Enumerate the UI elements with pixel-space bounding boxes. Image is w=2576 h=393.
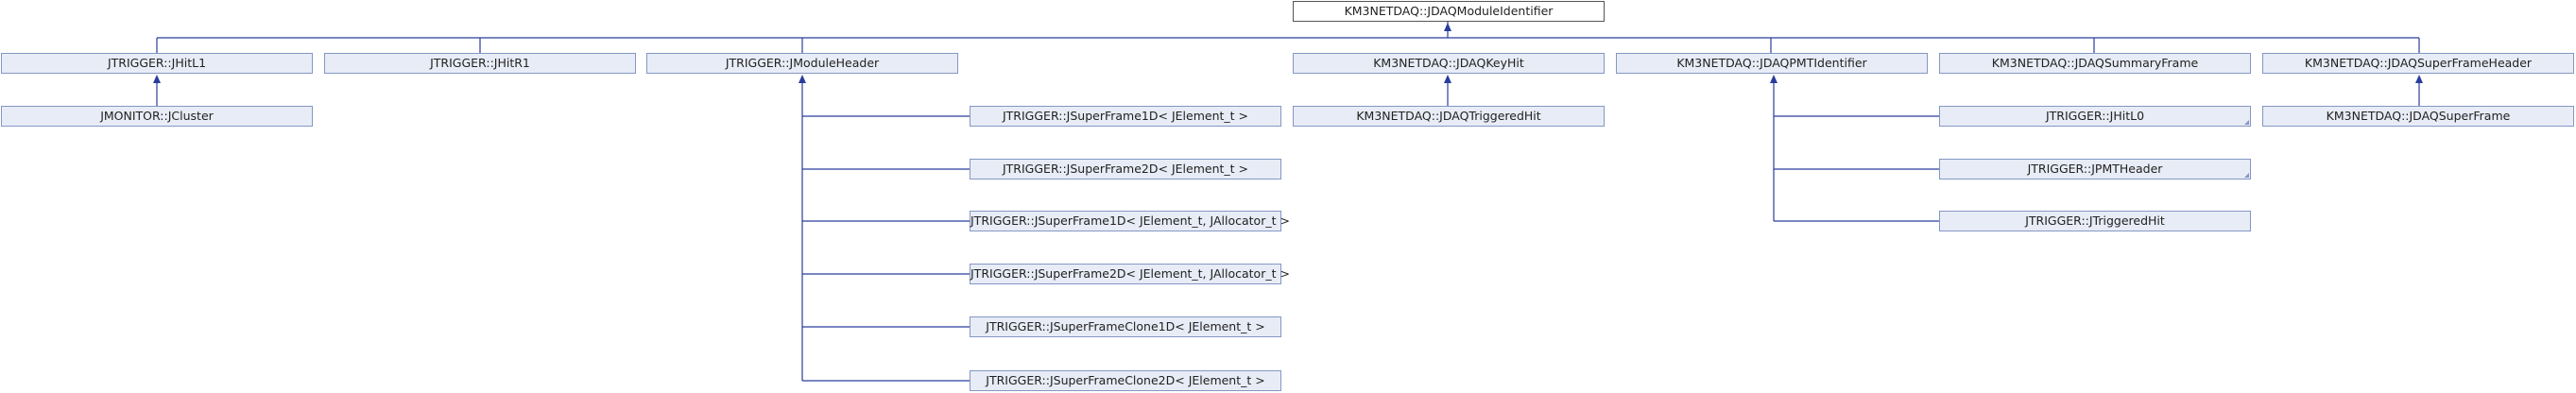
arrowhead-jdaqkeyhit [1444,75,1451,83]
node-jdaqsummaryframe[interactable]: KM3NETDAQ::JDAQSummaryFrame [1939,53,2251,74]
node-jsuperframe2d-allocator[interactable]: JTRIGGER::JSuperFrame2D< JElement_t, JAl… [970,264,1290,284]
node-label: KM3NETDAQ::JDAQTriggeredHit [1356,109,1541,123]
node-label: JTRIGGER::JSuperFrameClone1D< JElement_t… [986,319,1265,333]
node-label: JMONITOR::JCluster [100,109,214,123]
node-label: JTRIGGER::JHitL1 [107,56,207,70]
node-jsuperframeclone1d[interactable]: JTRIGGER::JSuperFrameClone1D< JElement_t… [970,316,1281,337]
node-jhitl0[interactable]: JTRIGGER::JHitL0 [1939,106,2251,127]
node-jpmtheader[interactable]: JTRIGGER::JPMTHeader [1939,159,2251,179]
node-jhitr1[interactable]: JTRIGGER::JHitR1 [324,53,636,74]
node-label: JTRIGGER::JSuperFrame2D< JElement_t, JAl… [970,266,1290,281]
node-label: KM3NETDAQ::JDAQPMTIdentifier [1676,56,1867,70]
node-label: KM3NETDAQ::JDAQKeyHit [1373,56,1524,70]
node-label: KM3NETDAQ::JDAQSuperFrameHeader [2304,56,2533,70]
node-label: KM3NETDAQ::JDAQSuperFrame [2326,109,2511,123]
node-label: KM3NETDAQ::JDAQSummaryFrame [1991,56,2199,70]
collapsed-marker-icon [2244,173,2249,178]
node-label: JTRIGGER::JSuperFrameClone2D< JElement_t… [986,373,1265,387]
node-jdaqkeyhit[interactable]: KM3NETDAQ::JDAQKeyHit [1293,53,1605,74]
node-jsuperframe2d[interactable]: JTRIGGER::JSuperFrame2D< JElement_t > [970,159,1281,179]
node-label: JTRIGGER::JHitL0 [2045,109,2145,123]
node-jdaqsuperframe[interactable]: KM3NETDAQ::JDAQSuperFrame [2262,106,2574,127]
node-label: JTRIGGER::JHitR1 [430,56,530,70]
arrowhead-jdaqsuperframeheader [2415,75,2423,83]
arrowhead-jhitl1 [153,75,161,83]
arrowhead-jmoduleheader [799,75,806,83]
node-label: JTRIGGER::JSuperFrame1D< JElement_t, JAl… [970,214,1290,228]
node-label: JTRIGGER::JTriggeredHit [2025,214,2165,228]
node-jdaqtriggeredhit[interactable]: KM3NETDAQ::JDAQTriggeredHit [1293,106,1605,127]
node-label: KM3NETDAQ::JDAQModuleIdentifier [1344,4,1554,18]
node-jdaqsuperframeheader[interactable]: KM3NETDAQ::JDAQSuperFrameHeader [2262,53,2574,74]
node-label: JTRIGGER::JPMTHeader [2027,162,2163,176]
node-jtriggeredhit[interactable]: JTRIGGER::JTriggeredHit [1939,211,2251,231]
node-jmoduleheader[interactable]: JTRIGGER::JModuleHeader [646,53,958,74]
node-label: JTRIGGER::JModuleHeader [725,56,880,70]
node-jhitl1[interactable]: JTRIGGER::JHitL1 [1,53,313,74]
node-jsuperframeclone2d[interactable]: JTRIGGER::JSuperFrameClone2D< JElement_t… [970,370,1281,391]
node-label: JTRIGGER::JSuperFrame2D< JElement_t > [1002,162,1248,176]
node-label: JTRIGGER::JSuperFrame1D< JElement_t > [1002,109,1248,123]
arrowhead-jdaqpmtidentifier [1770,75,1777,83]
node-jdaqmoduleidentifier[interactable]: KM3NETDAQ::JDAQModuleIdentifier [1293,1,1605,22]
node-jsuperframe1d[interactable]: JTRIGGER::JSuperFrame1D< JElement_t > [970,106,1281,127]
node-jsuperframe1d-allocator[interactable]: JTRIGGER::JSuperFrame1D< JElement_t, JAl… [970,211,1290,231]
arrowhead-root [1444,23,1451,31]
collapsed-marker-icon [2244,120,2249,125]
node-jcluster[interactable]: JMONITOR::JCluster [1,106,313,127]
node-jdaqpmtidentifier[interactable]: KM3NETDAQ::JDAQPMTIdentifier [1616,53,1928,74]
